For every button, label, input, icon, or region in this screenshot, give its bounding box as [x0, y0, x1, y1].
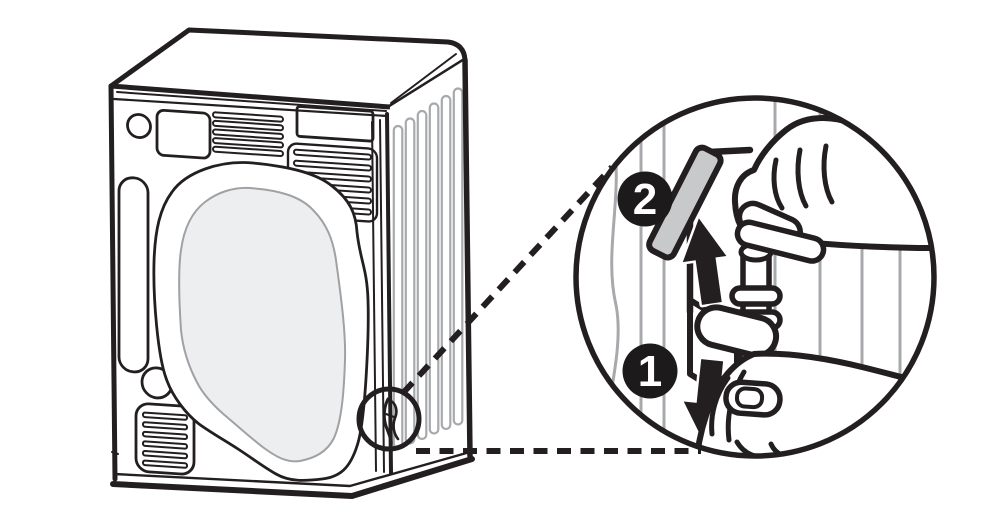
lower-hand-finger-line-1: [709, 375, 731, 437]
rear-right-seam-1: [371, 121, 377, 472]
upper-hand-finger-line-3: [821, 143, 835, 205]
callout-dashed-lines: [400, 164, 701, 454]
step-1-badge: 1: [622, 343, 678, 399]
left-foot-notch: [111, 451, 119, 455]
bulge-inner-panel: [178, 186, 347, 463]
magnifier-detail: 2 1: [573, 95, 937, 459]
upper-hand-finger-line-2: [795, 147, 809, 209]
appliance-rear-view: [108, 27, 475, 499]
hose-channel-slot: [117, 176, 150, 374]
right-edge: [462, 57, 473, 459]
vent-louvers-bottom: [134, 402, 196, 476]
drain-hose-upper: [646, 144, 724, 261]
left-edge: [108, 83, 118, 482]
magnifier-circle-icon: [573, 95, 937, 459]
upper-hand-index-finger: [734, 219, 827, 264]
lower-hand-thumb: [694, 304, 780, 359]
service-plate: [155, 108, 212, 160]
step-2-number: 2: [633, 175, 657, 224]
base-top-line: [112, 450, 472, 488]
lower-hand-knuckle-2: [768, 441, 800, 454]
top-panel-inner-line-right: [390, 53, 457, 104]
vent-louvers-upper: [212, 111, 284, 158]
up-arrow-icon: [680, 215, 729, 308]
callout-dashed-line-upper-icon: [400, 164, 615, 396]
connection-plate: [295, 105, 375, 143]
step-1-number: 1: [638, 347, 662, 396]
rear-top-seam: [112, 97, 389, 118]
base-bottom-line: [110, 456, 475, 499]
screw-hole: [126, 113, 152, 139]
drain-hose-clip: [382, 397, 400, 446]
rear-bulge-panel: [152, 161, 370, 482]
step-2-badge: 2: [617, 171, 673, 227]
hose-flange-upper: [729, 285, 783, 307]
upper-hand-finger-line-1: [771, 157, 785, 211]
lower-hand-knuckle-1: [734, 439, 772, 454]
lower-hand-fingernail: [734, 386, 765, 410]
highlight-circle-icon: [356, 386, 422, 452]
rear-right-edge: [385, 112, 393, 475]
